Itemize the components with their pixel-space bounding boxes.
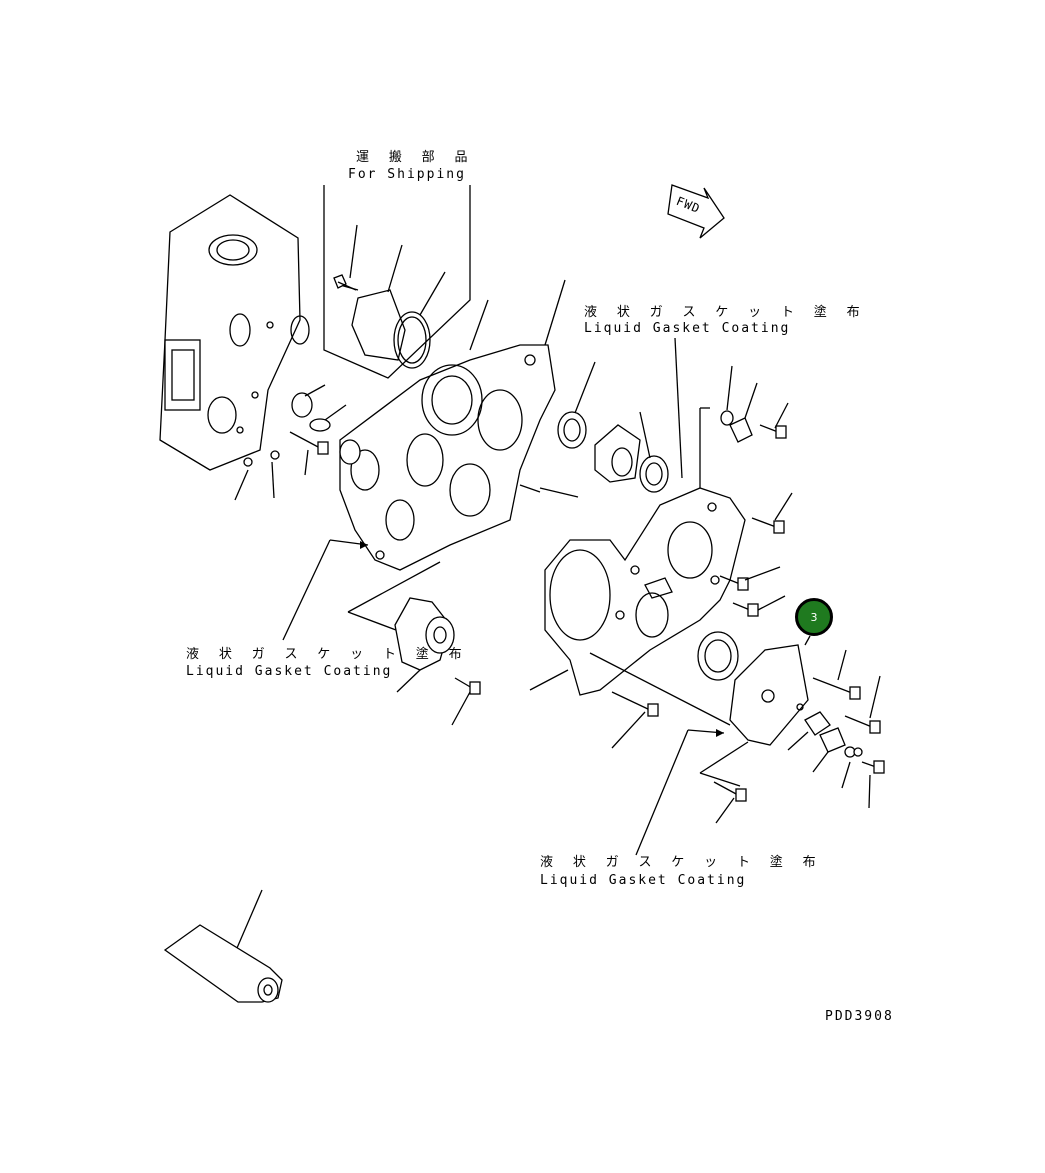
shipping-label-en: For Shipping [348,167,466,182]
o-rings [243,410,863,757]
shipping-bracket [323,185,471,379]
bolts [289,281,885,802]
gasket-indicators [282,539,749,856]
gasket-label-en-left: Liquid Gasket Coating [186,664,393,679]
gear-case [339,344,556,571]
leader-lines [234,224,881,949]
oil-seal [697,631,739,681]
drawing-number: PDD3908 [825,1009,894,1024]
gasket-label-en-bottom: Liquid Gasket Coating [540,873,747,888]
gasket-label-jp-bottom: 液 状 ガ ス ケ ッ ト 塗 布 [540,855,822,870]
shipping-cover [333,274,431,369]
cover-plate [729,644,856,758]
shipping-label-jp: 運 搬 部 品 [356,150,474,165]
gasket-label-jp-top: 液 状 ガ ス ケ ッ ト 塗 布 [584,305,866,320]
bearings [291,392,669,493]
gasket-label-jp-left: 液 状 ガ ス ケ ッ ト 塗 布 [186,647,468,662]
callout-3[interactable]: 3 [795,598,833,636]
engine-block [159,194,310,471]
water-pump [394,597,455,671]
gasket-label-en-top: Liquid Gasket Coating [584,321,791,336]
fwd-arrow [667,184,725,239]
gasket-tube [163,924,283,1003]
